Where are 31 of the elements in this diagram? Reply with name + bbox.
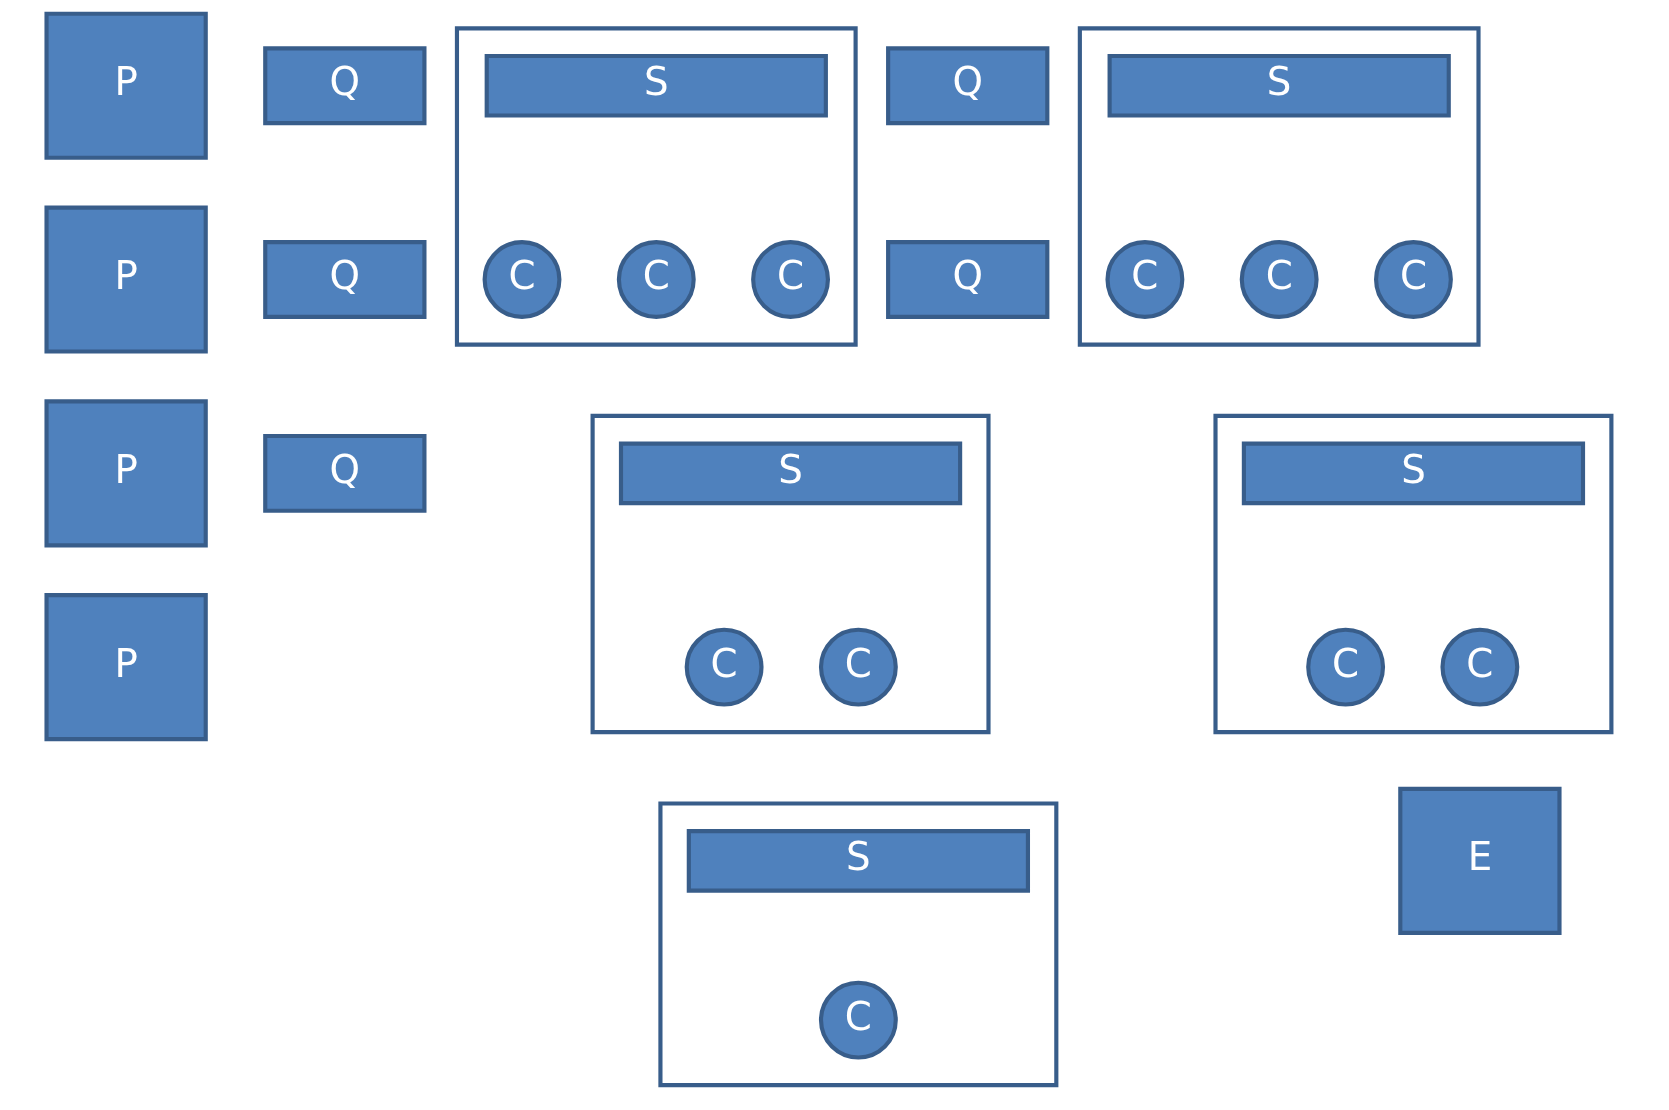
node-circle: C xyxy=(1239,240,1319,319)
cluster xyxy=(1077,26,1481,347)
cluster xyxy=(658,801,1059,1088)
node-circle: C xyxy=(751,240,830,319)
node-box: S xyxy=(618,441,963,506)
node-box: P xyxy=(44,399,208,548)
node-box: S xyxy=(484,53,828,118)
cluster xyxy=(590,413,991,735)
node-box: Q xyxy=(263,46,427,126)
node-box: Q xyxy=(886,240,1050,319)
node-box: P xyxy=(44,11,208,160)
cluster xyxy=(454,26,858,347)
node-circle: C xyxy=(1306,627,1386,707)
node-box: Q xyxy=(263,433,427,513)
node-box: S xyxy=(686,829,1030,893)
node-box: E xyxy=(1398,786,1562,935)
node-box: P xyxy=(44,593,208,742)
node-circle: C xyxy=(818,627,898,707)
node-circle: C xyxy=(1105,240,1185,319)
node-circle: C xyxy=(1374,240,1453,319)
node-circle: C xyxy=(1440,627,1520,707)
node-box: Q xyxy=(263,240,427,319)
node-box: S xyxy=(1107,53,1451,118)
node-circle: C xyxy=(482,240,562,319)
node-circle: C xyxy=(616,240,696,319)
node-box: P xyxy=(44,205,208,354)
node-box: S xyxy=(1241,441,1586,506)
node-box: Q xyxy=(886,46,1050,126)
node-circle: C xyxy=(684,627,764,707)
cluster xyxy=(1213,413,1614,735)
node-circle: C xyxy=(818,980,898,1060)
